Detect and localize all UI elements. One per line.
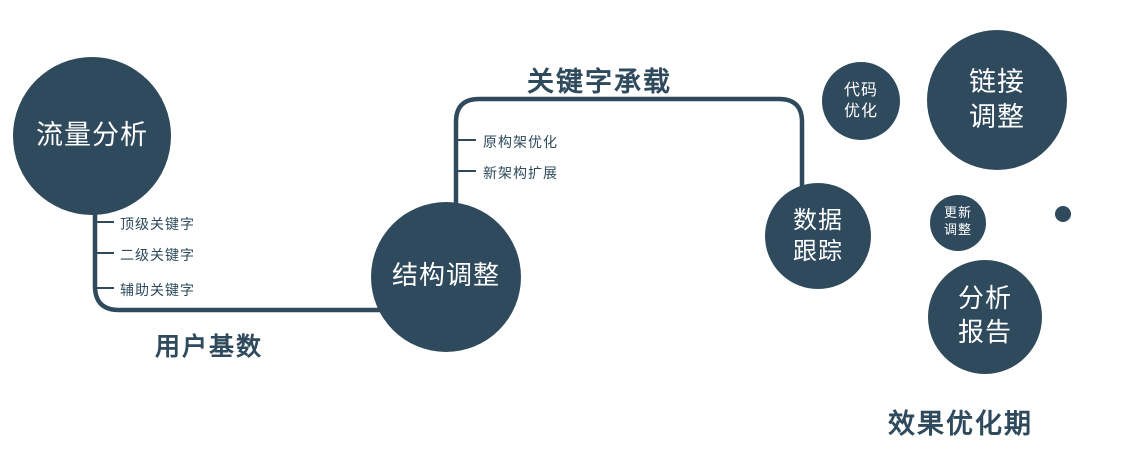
node-label: 结构调整 — [391, 261, 500, 292]
node-code-optimization: 代码 优化 — [822, 62, 900, 140]
label-effect-period: 效果优化期 — [888, 409, 1033, 440]
node-label-line1: 代码 — [843, 80, 878, 100]
tick-label-top-keywords: 顶级关键字 — [120, 217, 195, 233]
node-traffic-analysis: 流量分析 — [13, 57, 171, 215]
tick-label-auxiliary-keywords: 辅助关键字 — [120, 283, 195, 299]
connector-path-right — [453, 96, 805, 233]
node-label-line1: 数据 — [793, 205, 843, 234]
node-label-line1: 分析 — [957, 284, 1012, 315]
node-label-line2: 调整 — [943, 223, 972, 238]
node-label-line1: 更新 — [943, 206, 972, 222]
node-analysis-report: 分析 报告 — [928, 260, 1042, 374]
node-label-line2: 优化 — [843, 101, 878, 120]
edge-label-user-base: 用户基数 — [155, 332, 264, 361]
node-label-line2: 跟踪 — [793, 237, 843, 265]
node-link-adjustment: 链接 调整 — [927, 30, 1067, 170]
node-label-line1: 链接 — [969, 66, 1025, 98]
bullet-dot — [1055, 206, 1071, 222]
tick-label-original-architecture: 原构架优化 — [483, 135, 558, 151]
edge-label-keyword-carry: 关键字承载 — [527, 67, 672, 98]
node-data-tracking: 数据 跟踪 — [765, 183, 871, 289]
node-structure-adjustment: 结构调整 — [371, 202, 521, 352]
tick-label-second-keywords: 二级关键字 — [120, 248, 195, 264]
node-label-line2: 调整 — [969, 102, 1025, 133]
node-label: 流量分析 — [36, 120, 148, 152]
connector-path-left — [92, 182, 403, 313]
tick-label-new-architecture: 新架构扩展 — [483, 166, 558, 182]
node-label-line2: 报告 — [957, 318, 1012, 348]
node-update-adjustment: 更新 调整 — [930, 195, 986, 251]
